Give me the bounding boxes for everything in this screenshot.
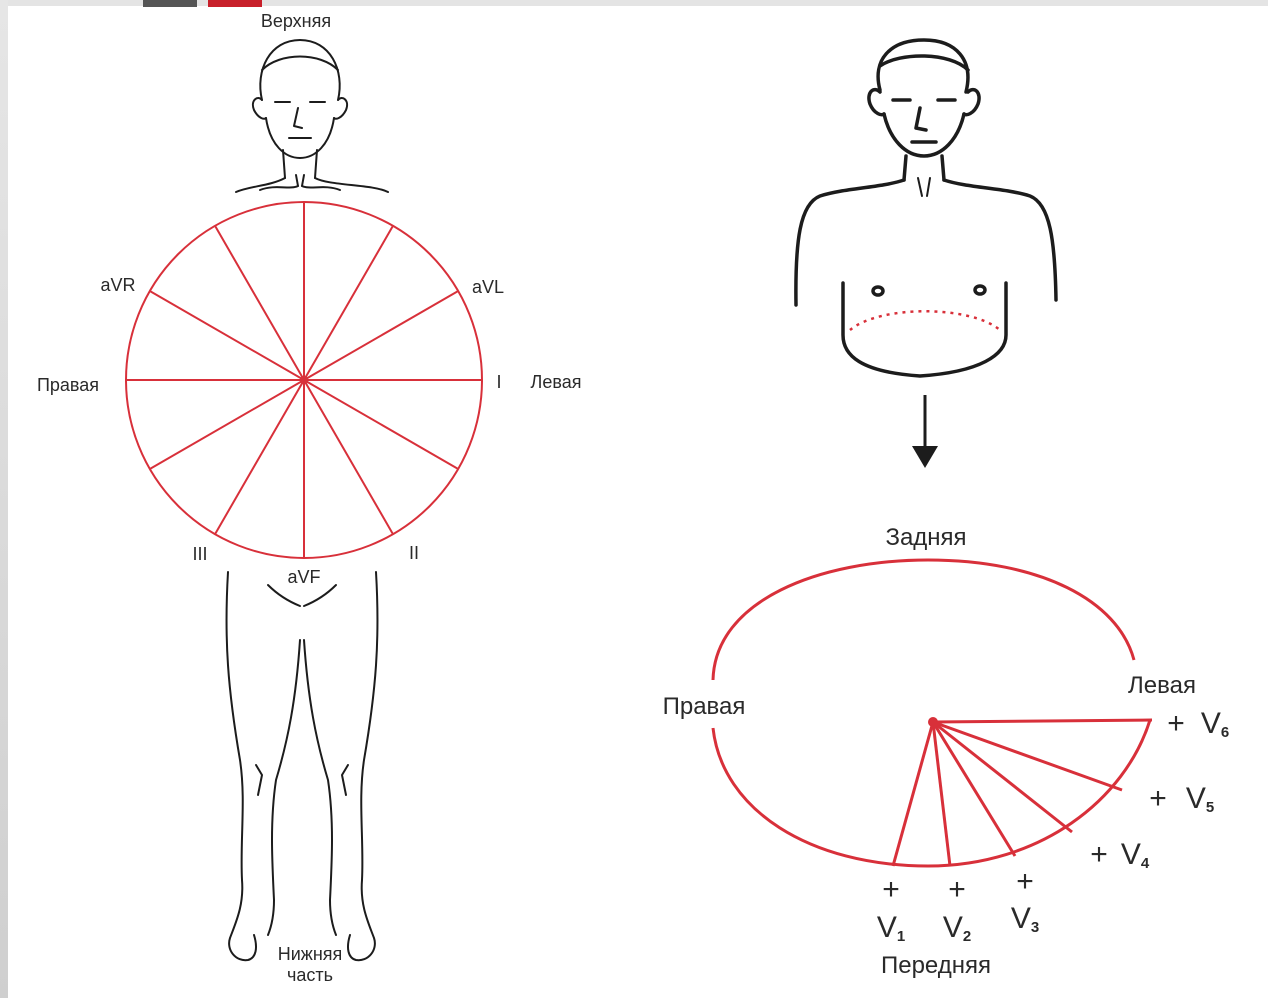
frontal-axis-line: [304, 226, 393, 380]
lead-label-aVF: aVF: [287, 567, 320, 587]
horizontal-plane-ellipse-lower: [713, 720, 1150, 866]
label-back: Задняя: [885, 524, 966, 551]
label-top: Верхняя: [261, 11, 331, 31]
frontal-axis-line: [150, 380, 304, 469]
svg-text:+: +: [1090, 838, 1108, 871]
frontal-axis-line: [304, 380, 458, 469]
svg-text:V2: V2: [943, 911, 971, 945]
frontal-axis-line: [215, 226, 304, 380]
horizontal-center-point: [928, 717, 938, 727]
label-bottom-line1: Нижняя: [278, 944, 343, 964]
svg-text:+: +: [1149, 782, 1167, 815]
lead-label-V4: + V4: [1090, 838, 1150, 872]
lead-label-II: II: [409, 543, 419, 563]
frontal-center-point: [300, 376, 308, 384]
precordial-axis-V4: [933, 722, 1072, 832]
label-left-side: Левая: [531, 372, 582, 392]
svg-text:V3: V3: [1011, 902, 1039, 936]
svg-text:+: +: [1016, 865, 1034, 898]
down-arrow-icon: [912, 395, 938, 468]
horizontal-plane-ellipse: [713, 560, 1134, 680]
svg-text:+: +: [1167, 707, 1185, 740]
label-front: Передняя: [881, 952, 991, 979]
lead-label-V1: + V1: [877, 873, 905, 945]
lead-label-aVL: aVL: [472, 277, 504, 297]
legs-illustration: [227, 572, 378, 960]
svg-text:V4: V4: [1121, 838, 1150, 872]
lead-label-V2: + V2: [943, 873, 971, 945]
frontal-plane-figure: Верхняя aVR aVL Правая I Левая III II aV…: [37, 11, 582, 985]
lead-label-III: III: [192, 544, 207, 564]
precordial-axis-V5: [933, 722, 1122, 790]
svg-text:V6: V6: [1201, 707, 1229, 741]
torso-illustration: [796, 40, 1056, 376]
label-bottom-line2: часть: [287, 965, 333, 985]
svg-text:+: +: [882, 873, 900, 906]
lead-label-V6: + V6: [1167, 707, 1229, 741]
svg-text:V1: V1: [877, 911, 905, 945]
lead-label-aVR: aVR: [100, 275, 135, 295]
frontal-axis-line: [304, 291, 458, 380]
frontal-axis-line: [215, 380, 304, 534]
frontal-axis-line: [304, 380, 393, 534]
label-right: Правая: [663, 693, 746, 720]
precordial-axis-V6: [933, 720, 1152, 722]
frontal-axis-line: [150, 291, 304, 380]
lead-label-I: I: [496, 372, 501, 392]
svg-text:V5: V5: [1186, 782, 1214, 816]
precordial-lead-axes: [893, 720, 1152, 866]
horizontal-plane-figure: Задняя Правая Левая Передняя + V1 + V2 +…: [663, 40, 1230, 979]
head-illustration-left: [236, 40, 388, 192]
svg-text:+: +: [948, 873, 966, 906]
label-right-side: Правая: [37, 375, 99, 395]
lead-label-V3: + V3: [1011, 865, 1039, 936]
precordial-axis-V1: [893, 722, 933, 866]
label-left: Левая: [1128, 672, 1196, 699]
lead-label-V5: + V5: [1149, 782, 1214, 816]
